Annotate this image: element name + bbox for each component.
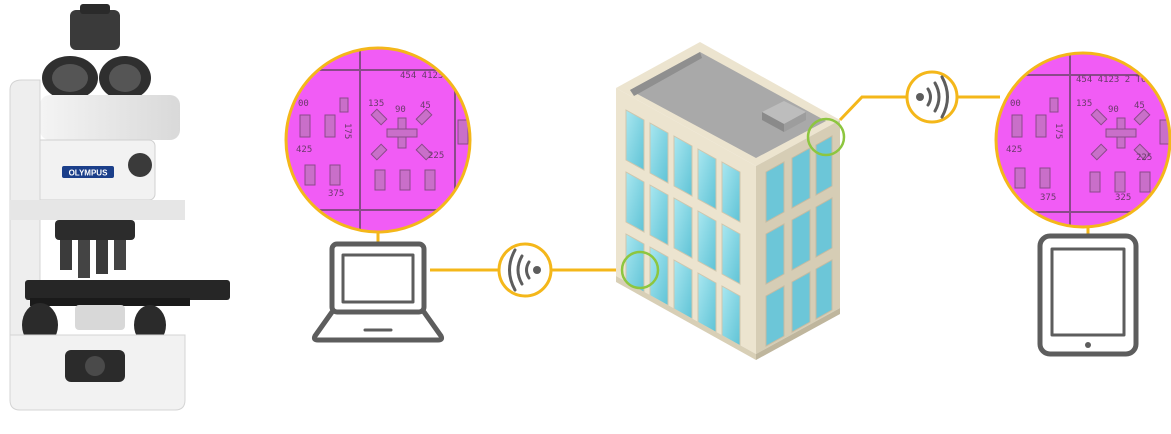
wifi-signal-icon bbox=[497, 242, 553, 298]
magnified-sample-left: 454 4123 2 T067 00 175 135 90 45 425 225… bbox=[284, 46, 481, 244]
magnified-sample-right: 454 4123 2 T067 00 175 135 90 45 425 225… bbox=[994, 51, 1171, 236]
sample-label-325: 325 bbox=[1115, 193, 1131, 203]
microscope: OLYMPUS bbox=[9, 4, 230, 411]
sample-label-top: 454 4123 2 T067 bbox=[1076, 75, 1157, 85]
laptop-icon bbox=[311, 241, 445, 343]
sample-label-135: 135 bbox=[368, 99, 384, 109]
magnifier-ring-right bbox=[994, 51, 1171, 229]
sample-label-45: 45 bbox=[1134, 101, 1145, 111]
microscope-stage bbox=[25, 280, 230, 300]
sample-label-425: 425 bbox=[296, 145, 312, 155]
sample-label-top: 454 4123 2 T067 bbox=[400, 71, 481, 81]
sample-label-00: 00 bbox=[1010, 99, 1021, 109]
brand-badge bbox=[62, 166, 114, 178]
brand-label: OLYMPUS bbox=[69, 169, 108, 178]
sample-label-135: 135 bbox=[1076, 99, 1092, 109]
sample-label-45: 45 bbox=[420, 101, 431, 111]
microscope-camera bbox=[70, 10, 120, 50]
sample-label-00: 00 bbox=[298, 99, 309, 109]
sample-label-175: 175 bbox=[342, 123, 352, 139]
sample-label-425: 425 bbox=[1006, 145, 1022, 155]
wifi-signal-icon bbox=[905, 70, 959, 124]
sample-label-175: 175 bbox=[1053, 123, 1063, 139]
sample-label-225: 225 bbox=[1136, 153, 1152, 163]
sample-label-375: 375 bbox=[1040, 193, 1056, 203]
entry-point-ring bbox=[620, 250, 660, 290]
sample-label-225: 225 bbox=[428, 151, 444, 161]
connector-line bbox=[838, 95, 908, 122]
office-building-icon bbox=[616, 42, 846, 360]
sample-label-375: 375 bbox=[328, 189, 344, 199]
exit-point-ring bbox=[806, 117, 846, 157]
tablet-icon bbox=[1037, 233, 1139, 357]
sample-label-90: 90 bbox=[1108, 105, 1119, 115]
sample-label-90: 90 bbox=[395, 105, 406, 115]
